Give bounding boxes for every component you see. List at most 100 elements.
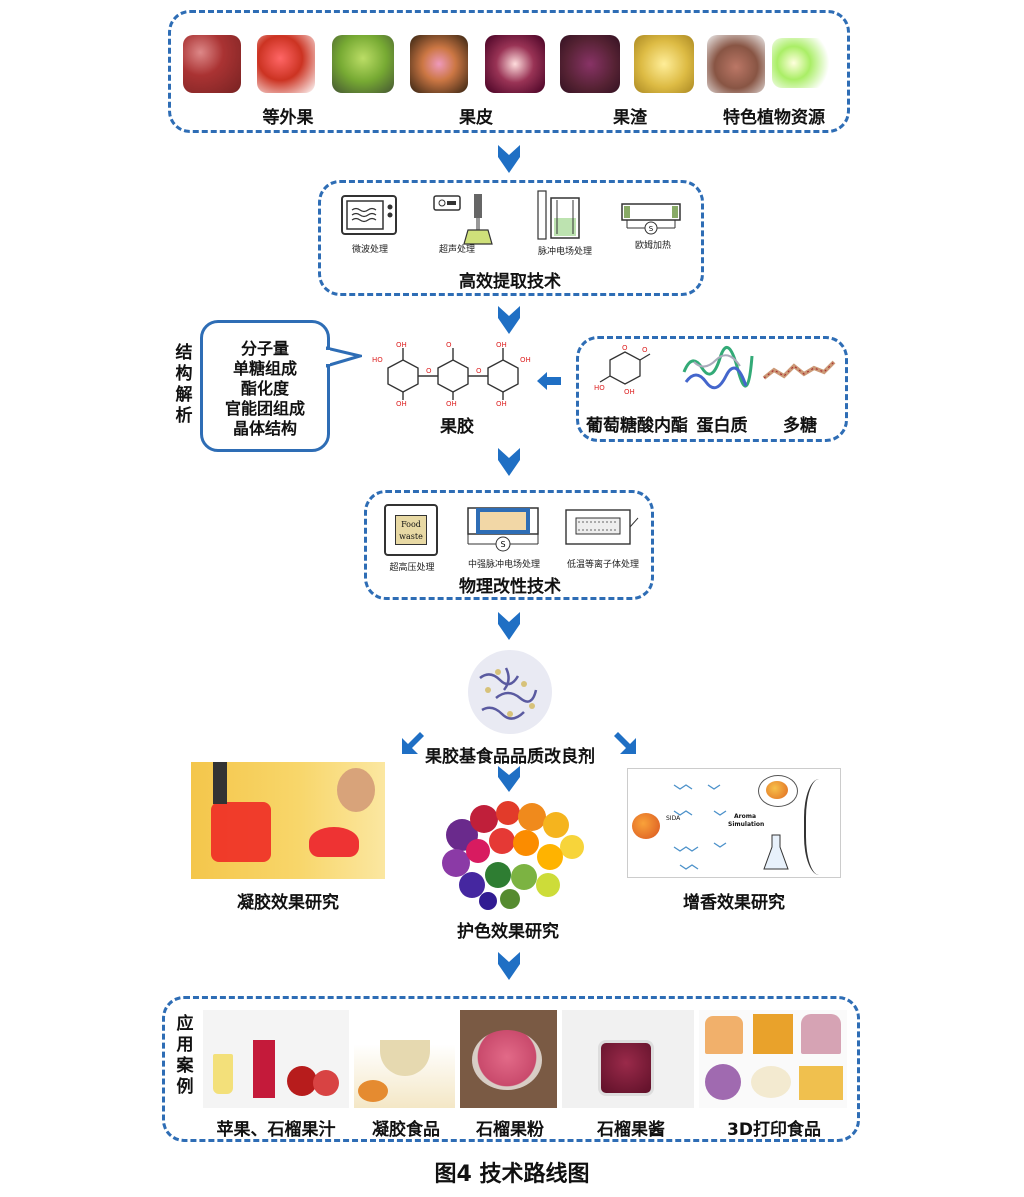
photo-color-protection xyxy=(442,801,584,910)
aroma-text-aroma: Aroma xyxy=(734,813,757,820)
applications-side-label: 应用案例 xyxy=(176,1014,194,1097)
diag-arrow-right xyxy=(614,732,636,754)
svg-text:O: O xyxy=(446,341,452,349)
figure-caption: 图4 技术路线图 xyxy=(434,1162,590,1187)
svg-text:HO: HO xyxy=(372,356,383,364)
aroma-text-sida: SIDA xyxy=(666,815,681,822)
svg-text:OH: OH xyxy=(520,356,531,364)
diag-arrow-left xyxy=(402,732,424,754)
down-arrow-2 xyxy=(498,306,520,334)
structure-properties-bubble: 分子量 单糖组成 酯化度 官能团组成 晶体结构 xyxy=(200,320,330,452)
photo-fruit-pomace-1 xyxy=(560,35,620,93)
aroma-study-label: 增香效果研究 xyxy=(683,893,785,913)
label-fruit-pomace: 果渣 xyxy=(613,108,647,128)
photo-fruit-pomace-2 xyxy=(634,35,694,93)
property-esterification: 酯化度 xyxy=(240,379,289,398)
protein-icon xyxy=(682,346,754,390)
label-juice: 苹果、石榴果汁 xyxy=(216,1120,336,1140)
glucono-lactone-icon: O O HO OH xyxy=(594,344,651,396)
pectin-structure-icon: HO OH O O O OH OH OH OH OH xyxy=(372,341,531,408)
high-pressure-icon: Food waste xyxy=(384,504,438,556)
label-cold-plasma: 低温等离子体处理 xyxy=(566,560,639,570)
structure-side-label: 结构解析 xyxy=(175,343,193,426)
property-functional-groups: 官能团组成 xyxy=(224,399,305,418)
svg-text:O: O xyxy=(476,367,482,375)
label-glucono-lactone: 葡萄糖酸内酯 xyxy=(586,416,688,436)
photo-pomegranate-powder xyxy=(460,1010,557,1108)
extraction-box xyxy=(318,180,704,296)
svg-text:O: O xyxy=(642,346,648,354)
photo-fruit-peel-1 xyxy=(410,35,468,93)
gel-study-label: 凝胶效果研究 xyxy=(237,893,339,913)
label-pomegranate-jam: 石榴果酱 xyxy=(597,1120,665,1140)
color-study-label: 护色效果研究 xyxy=(457,922,559,942)
svg-text:OH: OH xyxy=(624,388,635,396)
moderate-pef-icon: S xyxy=(467,507,539,552)
property-molecular-weight: 分子量 xyxy=(240,339,289,358)
ultrasound-icon xyxy=(433,194,493,245)
aroma-text-simulation: Simulation xyxy=(728,821,765,828)
label-gel-food: 凝胶食品 xyxy=(372,1120,440,1140)
photo-gel-study xyxy=(191,762,385,879)
label-3d-printed-food: 3D打印食品 xyxy=(727,1120,821,1140)
pulsed-electric-field-icon xyxy=(537,190,580,240)
svg-text:OH: OH xyxy=(446,400,457,408)
improver-title: 果胶基食品品质改良剂 xyxy=(425,747,595,767)
label-ohmic-heating: 欧姆加热 xyxy=(634,241,671,251)
cold-plasma-icon xyxy=(565,509,639,545)
photo-substandard-fruit-1 xyxy=(183,35,241,93)
label-pulsed-electric-field: 脉冲电场处理 xyxy=(537,247,592,257)
down-arrow-6 xyxy=(498,952,520,980)
photo-substandard-fruit-3 xyxy=(332,35,394,93)
photo-3d-printed-food xyxy=(699,1010,847,1108)
food-waste-text-2: waste xyxy=(399,532,423,541)
down-arrow-1 xyxy=(498,145,520,173)
property-crystal-structure: 晶体结构 xyxy=(232,419,297,438)
label-protein: 蛋白质 xyxy=(696,416,748,436)
modification-title: 物理改性技术 xyxy=(459,577,561,597)
extraction-title: 高效提取技术 xyxy=(459,272,561,292)
down-arrow-3 xyxy=(498,448,520,476)
svg-text:OH: OH xyxy=(396,341,407,349)
photo-aroma-study: SIDA Aroma Simulation xyxy=(627,768,841,878)
food-waste-text-1: Food xyxy=(401,520,421,529)
photo-juice xyxy=(203,1010,349,1108)
modification-box xyxy=(364,490,654,600)
microwave-icon xyxy=(341,195,397,235)
label-fruit-peel: 果皮 xyxy=(459,108,493,128)
photo-pomegranate-jam xyxy=(562,1010,694,1108)
svg-text:HO: HO xyxy=(594,384,605,392)
svg-text:O: O xyxy=(426,367,432,375)
svg-text:OH: OH xyxy=(496,400,507,408)
svg-text:S: S xyxy=(500,540,505,549)
pectin-label: 果胶 xyxy=(440,417,474,437)
photo-gel-food xyxy=(354,1010,455,1108)
applications-box xyxy=(162,996,860,1142)
down-arrow-5 xyxy=(498,766,520,792)
label-plant-resources: 特色植物资源 xyxy=(723,108,825,128)
bubble-tail xyxy=(326,346,362,368)
svg-text:S: S xyxy=(649,225,654,233)
label-ultrasound: 超声处理 xyxy=(438,245,475,255)
label-moderate-pef: 中强脉冲电场处理 xyxy=(467,560,540,570)
label-substandard-fruit: 等外果 xyxy=(262,108,314,128)
pectin-network-icon xyxy=(468,650,552,734)
photo-substandard-fruit-2 xyxy=(257,35,315,93)
interaction-box xyxy=(576,336,848,442)
photo-fruit-peel-2 xyxy=(485,35,545,93)
label-polysaccharide: 多糖 xyxy=(783,416,817,436)
svg-text:OH: OH xyxy=(496,341,507,349)
left-arrow xyxy=(537,372,561,390)
photo-plant-resource-1 xyxy=(707,35,765,93)
raw-materials-box xyxy=(168,10,850,133)
down-arrow-4 xyxy=(498,612,520,640)
photo-plant-resource-2 xyxy=(772,38,834,88)
label-microwave: 微波处理 xyxy=(351,245,388,255)
label-pomegranate-powder: 石榴果粉 xyxy=(476,1120,544,1140)
polysaccharide-icon xyxy=(762,360,836,380)
ohmic-heating-icon: S xyxy=(621,203,681,235)
property-monosaccharide: 单糖组成 xyxy=(232,359,297,378)
label-high-pressure: 超高压处理 xyxy=(389,563,435,573)
svg-text:O: O xyxy=(622,344,628,352)
svg-text:OH: OH xyxy=(396,400,407,408)
